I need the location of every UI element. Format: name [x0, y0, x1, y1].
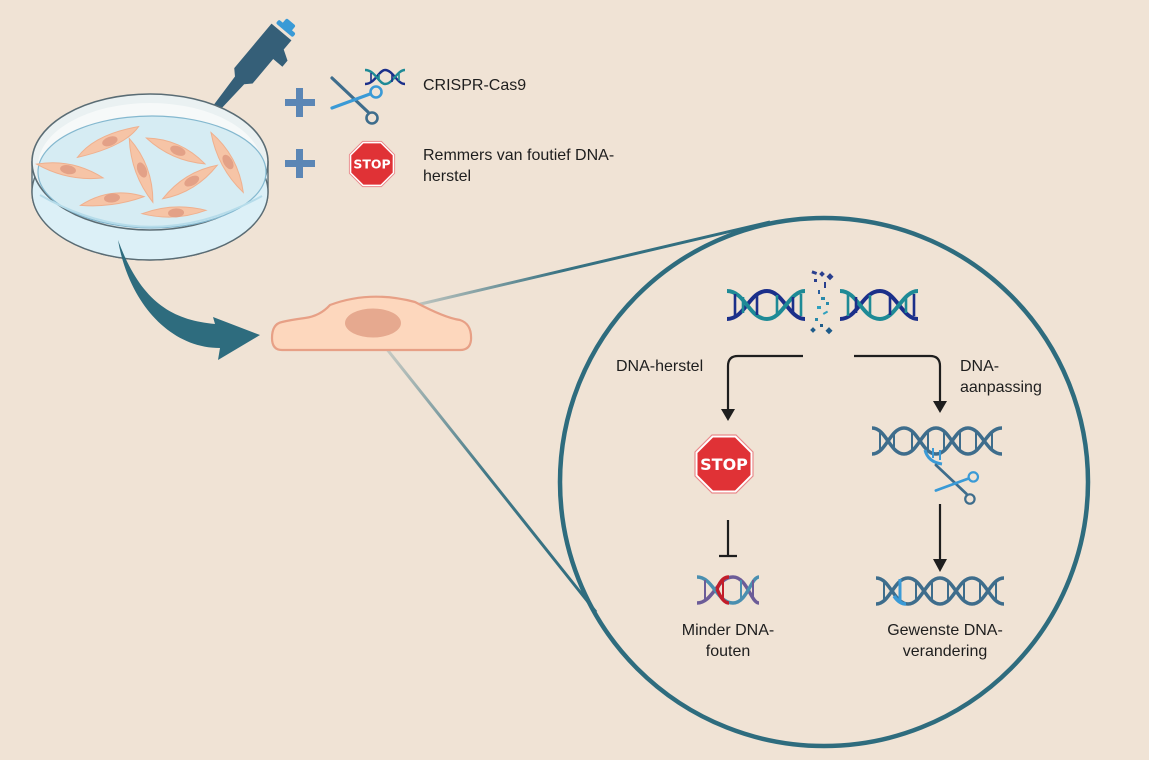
zoom-circle: [557, 215, 1091, 749]
fewer-errors-line-1: Minder DNA-: [681, 622, 775, 639]
inhibitors-label: Remmers van foutief DNA- herstel: [423, 145, 614, 187]
petri-dish-icon: [31, 93, 269, 261]
dna-repair-label: DNA-herstel: [616, 358, 704, 375]
inhibitors-label-line-2: herstel: [423, 168, 472, 185]
arrowhead-icon: [721, 409, 735, 421]
inhibition-connector: [719, 520, 737, 558]
stop-sign-icon: STOP: [348, 140, 396, 188]
arrowhead-icon: [933, 401, 947, 413]
branch-arrow-left: [726, 354, 803, 410]
dna-cut-scissors-icon: [871, 426, 1003, 506]
curved-arrow-icon: [118, 240, 260, 360]
desired-change-line-1: Gewenste DNA-: [887, 622, 1003, 639]
inhibitors-label-line-1: Remmers van foutief DNA-: [423, 147, 615, 164]
branch-arrow-right: [854, 354, 942, 402]
zoom-line-bottom: [376, 337, 598, 613]
dna-editing-label-line-1: DNA-: [960, 358, 1000, 375]
desired-change-line-2: verandering: [902, 643, 988, 660]
crispr-cas9-label: CRISPR-Cas9: [423, 77, 527, 94]
broken-dna-icon: [726, 270, 919, 335]
cultured-cells: [35, 125, 244, 218]
arrowhead-icon: [933, 559, 947, 572]
desired-change-label: Gewenste DNA- verandering: [865, 620, 1025, 662]
scissors-dna-icon: [330, 68, 406, 126]
dna-fragments: [810, 270, 834, 335]
stop-text: STOP: [353, 157, 390, 172]
stop-text: STOP: [700, 455, 748, 474]
fewer-errors-line-2: fouten: [705, 643, 751, 660]
dna-editing-label: DNA- aanpassing: [960, 356, 1042, 398]
edited-dna-icon: [875, 576, 1005, 606]
plus-icon: [285, 149, 315, 178]
single-cell-icon: [270, 295, 473, 352]
plus-icon: [285, 88, 315, 117]
stop-sign-icon: STOP: [694, 434, 754, 494]
dna-with-error-icon: [696, 575, 760, 605]
dna-editing-label-line-2: aanpassing: [960, 379, 1042, 396]
zoom-line-top: [394, 220, 771, 312]
fewer-errors-label: Minder DNA- fouten: [658, 620, 798, 662]
